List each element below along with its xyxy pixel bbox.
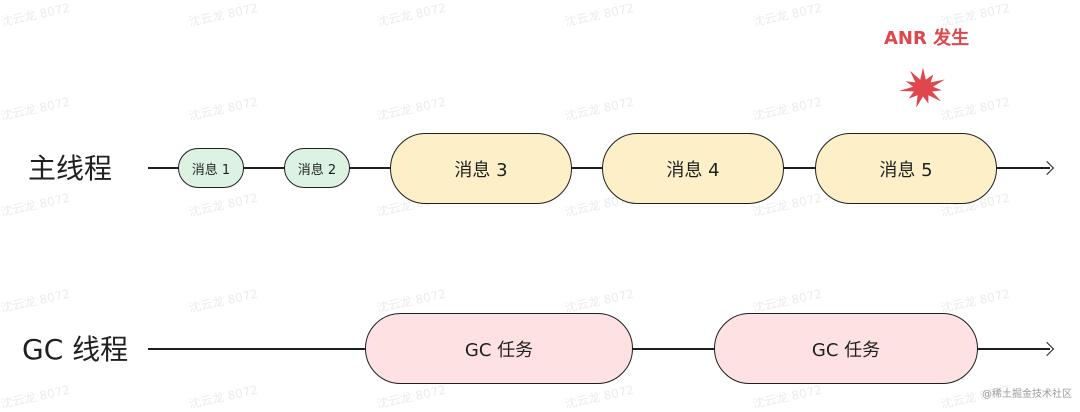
watermark-text: 沈云龙 8072 bbox=[187, 286, 260, 316]
watermark-text: 沈云龙 8072 bbox=[563, 286, 636, 316]
burst-icon bbox=[899, 67, 945, 108]
message-4: 消息 4 bbox=[602, 133, 784, 204]
message-3: 消息 3 bbox=[390, 133, 572, 204]
watermark-text: 沈云龙 8072 bbox=[0, 382, 72, 412]
message-5: 消息 5 bbox=[815, 133, 997, 204]
gc-task-2: GC 任务 bbox=[714, 313, 978, 384]
gc-task-1: GC 任务 bbox=[365, 313, 633, 384]
watermark-text: 沈云龙 8072 bbox=[187, 94, 260, 124]
watermark-text: 沈云龙 8072 bbox=[375, 94, 448, 124]
anr-label: ANR 发生 bbox=[884, 28, 970, 49]
lane-label-gc-thread: GC 线程 bbox=[22, 333, 129, 366]
watermark-text: 沈云龙 8072 bbox=[563, 382, 636, 412]
watermark-text: 沈云龙 8072 bbox=[751, 94, 824, 124]
watermark-text: 沈云龙 8072 bbox=[751, 382, 824, 412]
watermark-text: 沈云龙 8072 bbox=[0, 0, 72, 30]
watermark-text: 沈云龙 8072 bbox=[375, 286, 448, 316]
watermark-text: 沈云龙 8072 bbox=[563, 0, 636, 30]
watermark-text: 沈云龙 8072 bbox=[751, 0, 824, 30]
watermark-text: 沈云龙 8072 bbox=[0, 286, 72, 316]
footer-credit: @稀土掘金技术社区 bbox=[982, 389, 1072, 400]
message-1: 消息 1 bbox=[178, 148, 244, 188]
watermark-text: 沈云龙 8072 bbox=[187, 382, 260, 412]
watermark-text: 沈云龙 8072 bbox=[0, 190, 72, 220]
gc-thread-arrowhead bbox=[1039, 341, 1055, 357]
watermark-text: 沈云龙 8072 bbox=[187, 190, 260, 220]
message-2: 消息 2 bbox=[284, 148, 350, 188]
watermark-text: 沈云龙 8072 bbox=[0, 94, 72, 124]
watermark-text: 沈云龙 8072 bbox=[751, 286, 824, 316]
watermark-text: 沈云龙 8072 bbox=[187, 0, 260, 30]
watermark-text: 沈云龙 8072 bbox=[563, 94, 636, 124]
watermark-text: 沈云龙 8072 bbox=[375, 0, 448, 30]
lane-label-main-thread: 主线程 bbox=[28, 152, 113, 185]
main-thread-timeline bbox=[148, 167, 1050, 169]
watermark-text: 沈云龙 8072 bbox=[375, 382, 448, 412]
main-thread-arrowhead bbox=[1039, 160, 1055, 176]
watermark-text: 沈云龙 8072 bbox=[939, 286, 1012, 316]
